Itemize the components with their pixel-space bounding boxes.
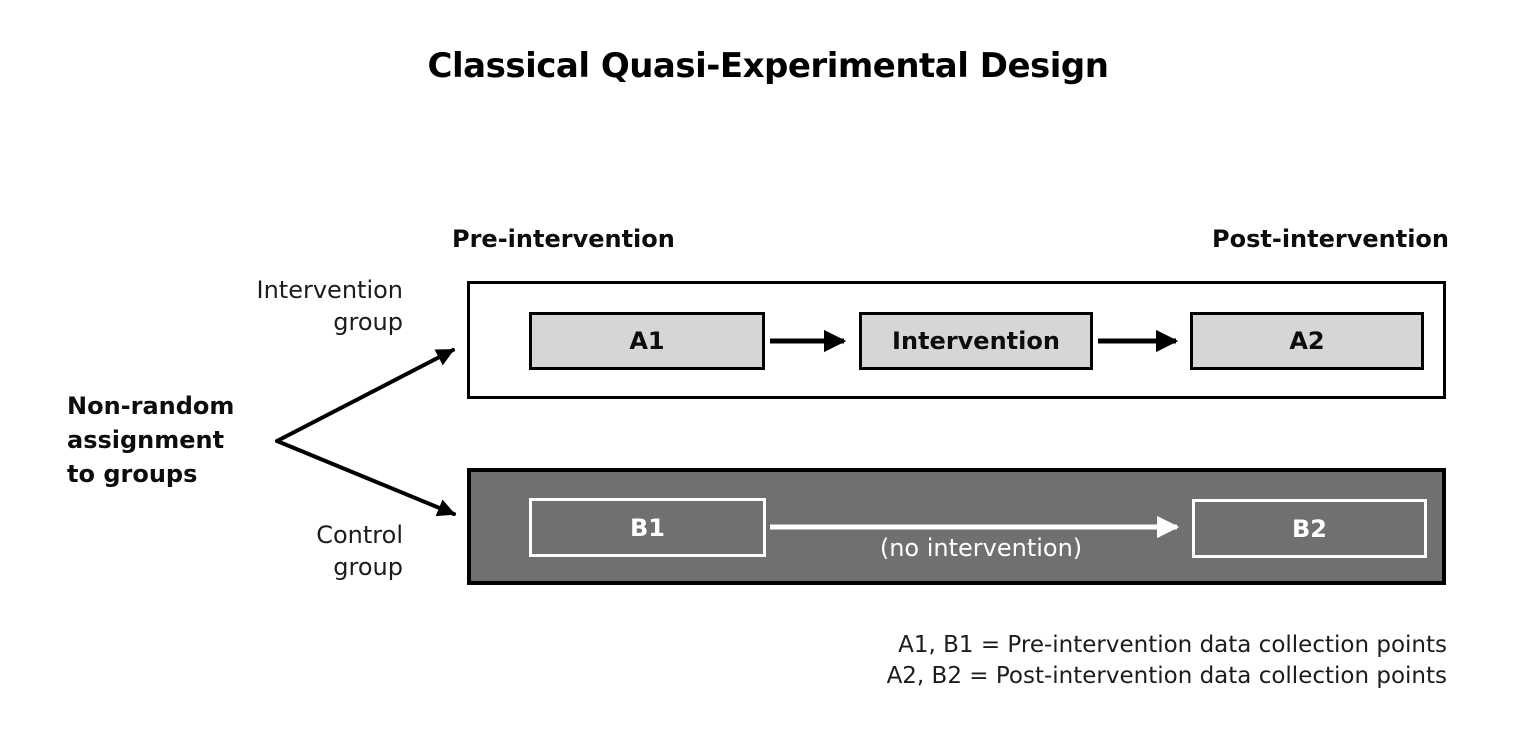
box-b2: B2 <box>1192 499 1427 558</box>
non-random-assignment-label: Non-random assignment to groups <box>67 392 235 488</box>
pre-intervention-header: Pre-intervention <box>452 225 675 253</box>
intervention-group-label: Intervention group <box>256 276 403 336</box>
intervention-row-box: A1 Intervention A2 <box>467 281 1446 399</box>
arrow-assignment-to-control-group <box>275 439 456 517</box>
box-a1: A1 <box>529 312 765 370</box>
no-intervention-label: (no intervention) <box>879 534 1083 562</box>
box-a2: A2 <box>1190 312 1424 370</box>
box-b1: B1 <box>529 498 766 557</box>
arrow-assignment-to-intervention-group <box>275 348 455 443</box>
diagram-title: Classical Quasi-Experimental Design <box>427 46 1109 86</box>
post-intervention-header: Post-intervention <box>1212 225 1449 253</box>
control-group-label: Control group <box>316 521 403 581</box>
control-row-box: B1 B2 (no intervention) <box>467 468 1446 585</box>
legend-line-2: A2, B2 = Post-intervention data collecti… <box>886 663 1447 689</box>
legend-line-1: A1, B1 = Pre-intervention data collectio… <box>898 632 1447 658</box>
legend: A1, B1 = Pre-intervention data collectio… <box>887 630 1447 692</box>
box-intervention: Intervention <box>859 312 1093 370</box>
